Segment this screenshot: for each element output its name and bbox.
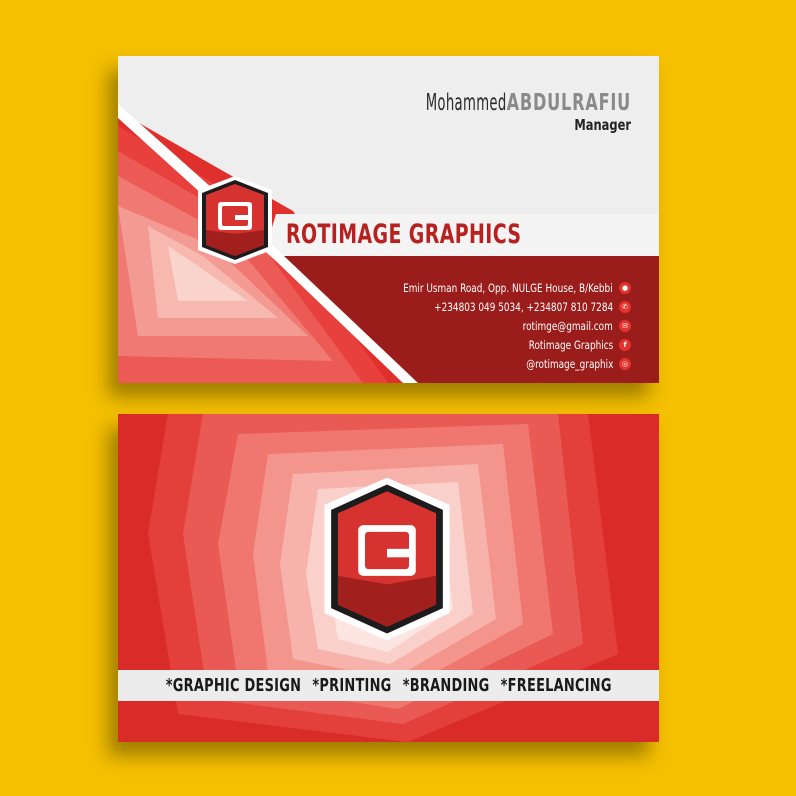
contact-instagram: @rotimage_graphix ◎ (331, 354, 631, 373)
mail-icon: ✉ (619, 319, 631, 332)
business-card-back: *GRAPHIC DESIGN *PRINTING *BRANDING *FRE… (118, 414, 659, 742)
phone-icon: ✆ (619, 300, 631, 313)
contact-email: rotimge@gmail.com ✉ (331, 316, 631, 335)
person-name-block: MohammedABDULRAFIU Manager (345, 92, 631, 133)
contact-address: Emir Usman Road, Opp. NULGE House, B/Keb… (331, 278, 631, 297)
service-item: *PRINTING (312, 675, 392, 696)
business-card-front: MohammedABDULRAFIU Manager ROTIMAGE GRAP… (118, 56, 659, 383)
job-title: Manager (574, 116, 631, 134)
facebook-icon: f (619, 338, 631, 351)
services-list: *GRAPHIC DESIGN *PRINTING *BRANDING *FRE… (166, 675, 612, 696)
location-icon: ● (619, 281, 631, 294)
services-band: *GRAPHIC DESIGN *PRINTING *BRANDING *FRE… (118, 670, 659, 701)
instagram-icon: ◎ (619, 357, 631, 370)
contact-phone: +234803 049 5034, +234807 810 7284 ✆ (331, 297, 631, 316)
contact-list: Emir Usman Road, Opp. NULGE House, B/Keb… (331, 278, 631, 373)
last-name: ABDULRAFIU (506, 90, 631, 116)
brand-name: ROTIMAGE GRAPHICS (286, 219, 522, 250)
brand-logo-large (321, 474, 453, 648)
service-item: *BRANDING (402, 675, 490, 696)
front-card-background (118, 104, 659, 383)
service-item: *FREELANCING (500, 675, 612, 696)
first-name: Mohammed (425, 90, 507, 116)
brand-logo (196, 174, 274, 270)
service-item: *GRAPHIC DESIGN (165, 675, 301, 696)
contact-facebook: Rotimage Graphics f (331, 335, 631, 354)
